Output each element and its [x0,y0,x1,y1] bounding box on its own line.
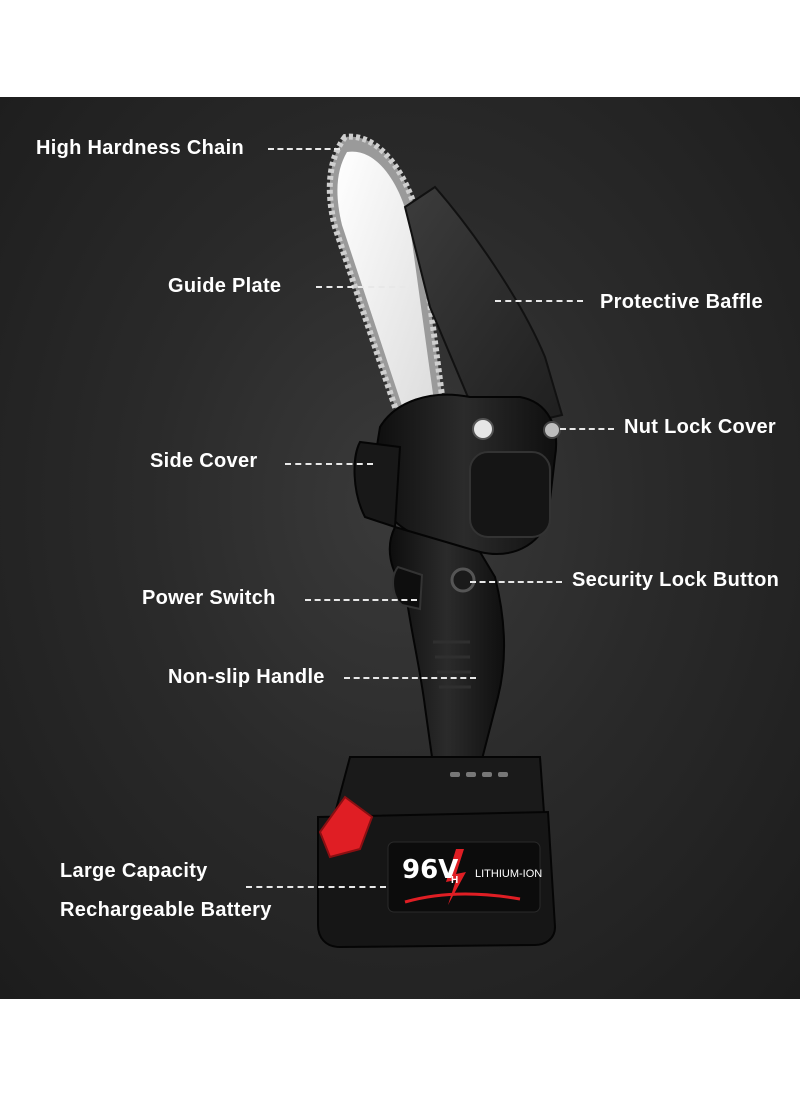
power-switch-trigger [392,565,424,611]
battery-vents [450,772,508,777]
leader-side-cover [285,463,373,465]
callout-guide-plate: Guide Plate [168,275,282,297]
leader-nut-lock-cover [560,428,614,430]
leader-battery [246,886,386,888]
callout-non-slip-handle: Non-slip Handle [168,666,325,688]
side-cover-panel [469,451,551,538]
battery-voltage-suffix: H [451,875,459,886]
leader-power-switch [305,599,417,601]
battery-voltage: 96V [402,855,459,885]
lightning-icon [446,849,466,905]
leader-guide-plate [316,286,416,288]
callout-side-cover: Side Cover [150,450,258,472]
callout-high-hardness-chain: High Hardness Chain [36,137,244,159]
callout-battery-line1: Large Capacity [60,860,208,882]
security-lock-button [450,567,476,593]
product-photo-panel: 96V H LITHIUM-ION High Hardness Chain Gu… [0,97,800,999]
callout-power-switch: Power Switch [142,587,276,609]
nut [472,418,494,440]
chainsaw-illustration [317,133,564,949]
leader-security-lock-button [470,581,562,583]
side-cover [353,440,402,529]
battery-label-plate [387,841,541,913]
protective-baffle [403,185,564,421]
nut-lock [543,421,561,439]
battery-red-swoosh [404,892,521,904]
grip-ribs [433,640,471,689]
callout-nut-lock-cover: Nut Lock Cover [624,416,777,438]
battery-type: LITHIUM-ION [475,868,543,880]
leader-high-hardness-chain [268,148,340,150]
handle [388,525,506,782]
guide-plate [337,151,440,455]
callout-battery-line2: Rechargeable Battery [60,899,272,921]
leader-protective-baffle [495,300,583,302]
callout-security-lock-button: Security Lock Button [572,569,780,591]
callout-protective-baffle: Protective Baffle [600,291,763,313]
leader-non-slip-handle [344,677,476,679]
battery-release-button [318,795,374,859]
